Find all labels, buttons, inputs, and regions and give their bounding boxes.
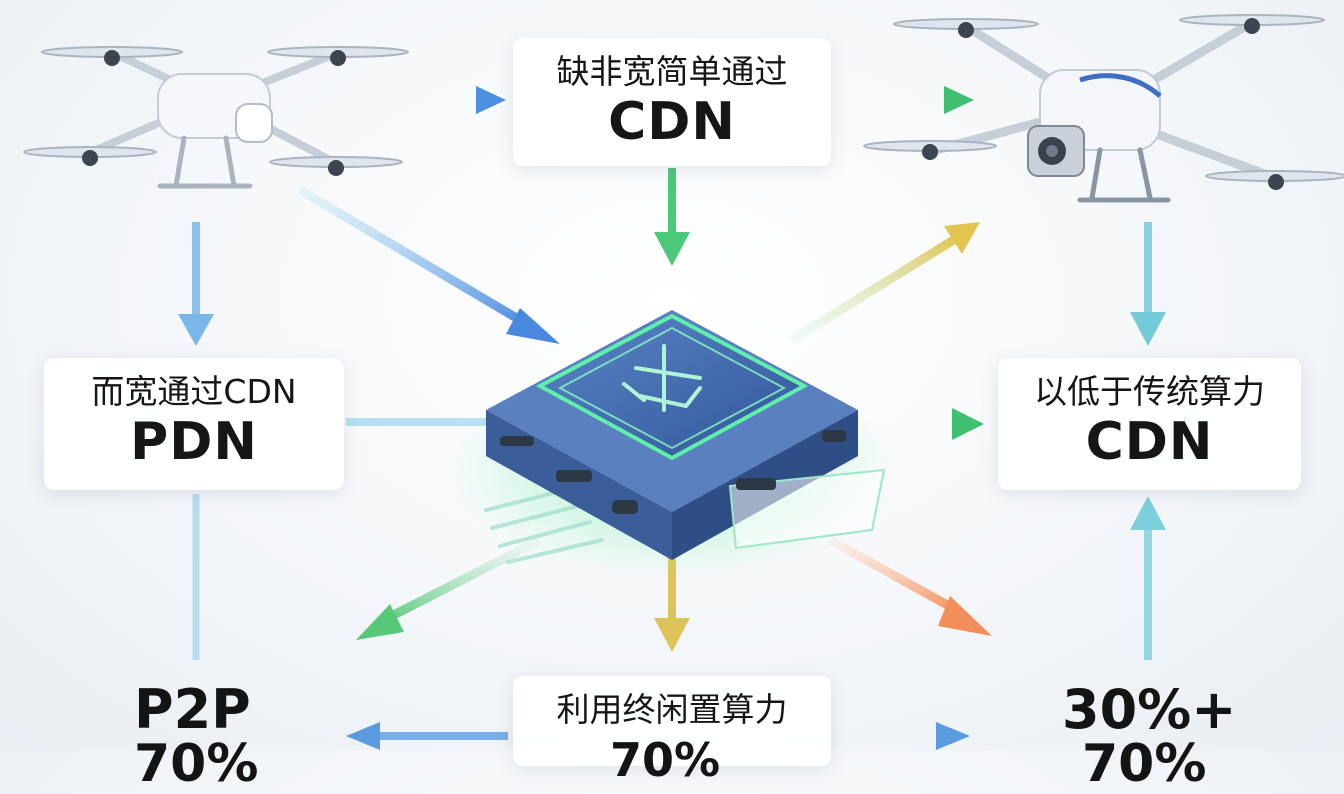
arrow-chip-to-bottom-right [827, 536, 992, 636]
arrow-chip-to-drone-right [789, 222, 980, 344]
flow-diagram: 缺非宽简单通过 CDN 而宽通过CDN PDN 以低于传统算力 CDN 利用终闲… [23, 14, 1344, 794]
node-card-top: 缺非宽简单通过 CDN [513, 38, 831, 166]
node-left-caption: 而宽通过CDN [91, 372, 297, 411]
arrow-drone-to-chip [297, 186, 560, 344]
node-top-title: CDN [608, 92, 736, 152]
node-left-title: PDN [130, 412, 258, 472]
node-card-right: 以低于传统算力 CDN [998, 358, 1301, 490]
node-card-left: 而宽通过CDN PDN [44, 358, 344, 490]
drone-icon [23, 46, 409, 189]
label-bottom-right: 30%+ [1062, 678, 1237, 741]
arrow-layer [23, 14, 1344, 750]
arrow-drone-right-to-card [1130, 222, 1166, 346]
arrow-drone-to-top [368, 86, 506, 114]
arrow-chip-to-right [858, 408, 984, 440]
label-bottom-left-value: 70% [134, 734, 259, 794]
node-top-caption: 缺非宽简单通过 [556, 52, 788, 91]
node-right-title: CDN [1085, 412, 1214, 472]
arrow-chip-to-bottom-left [356, 535, 543, 640]
arrow-bottom-right [836, 722, 970, 750]
node-bottom-caption: 利用终闲置算力 [556, 690, 788, 729]
arrow-up-to-right-card [1130, 496, 1166, 660]
node-bottom-value: 70% [610, 733, 721, 787]
arrow-drone-to-left [178, 222, 214, 346]
drone-camera-icon [863, 14, 1344, 203]
label-bottom-left: P2P [134, 678, 251, 741]
arrow-top-to-chip [654, 168, 690, 266]
node-right-caption: 以低于传统算力 [1034, 372, 1265, 411]
arrow-bottom-left [346, 722, 508, 750]
arrow-top-to-drone-right [836, 86, 974, 114]
chip-icon [452, 310, 892, 578]
label-bottom-right-value: 70% [1082, 734, 1207, 794]
